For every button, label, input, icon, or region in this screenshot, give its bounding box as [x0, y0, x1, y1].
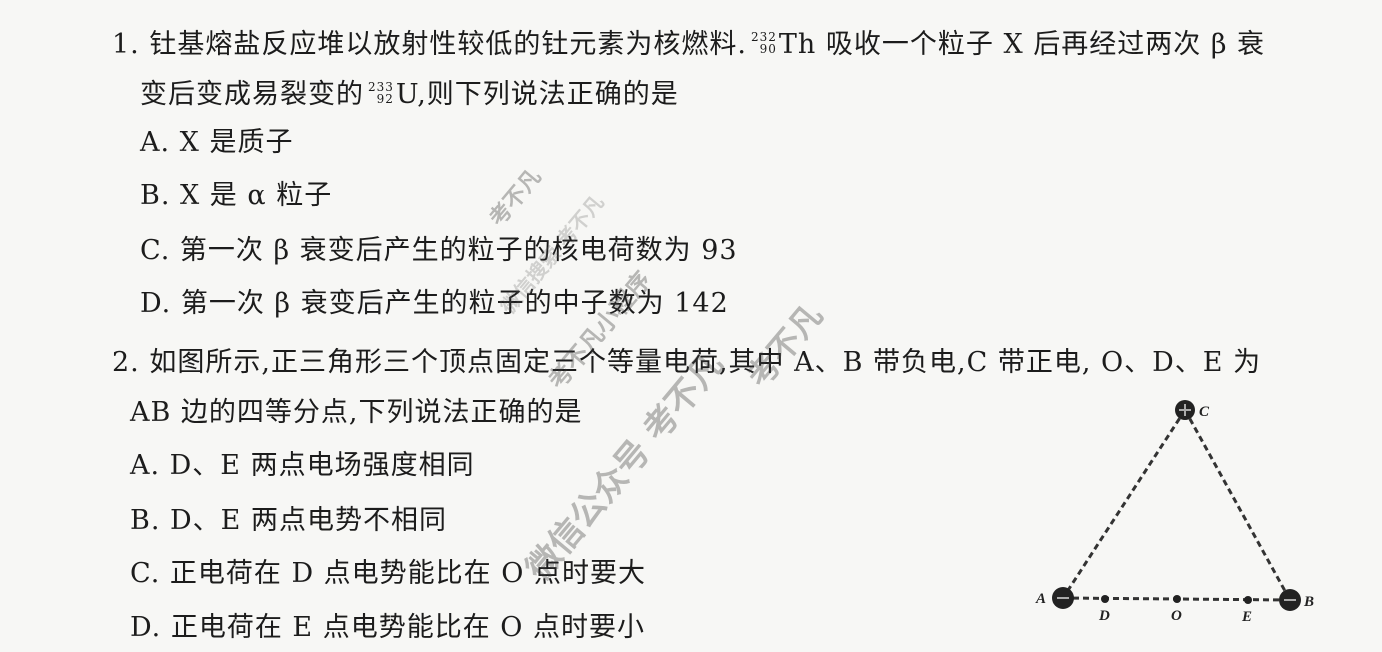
q1-option-a: A. X 是质子: [140, 127, 294, 158]
q2-line1: 2. 如图所示,正三角形三个顶点固定三个等量电荷,其中 A、B 带负电,C 带正…: [112, 340, 1261, 379]
label-a: A: [1035, 591, 1046, 607]
q1-stem-cont2: 变后变成易裂变的: [140, 79, 364, 110]
label-o: O: [1171, 608, 1182, 624]
q2-line2: AB 边的四等分点,下列说法正确的是: [130, 397, 583, 428]
uranium-symbol: U: [395, 79, 418, 110]
thorium-symbol: Th: [778, 29, 817, 60]
point-d: [1101, 595, 1109, 603]
side-bc: [1183, 409, 1292, 601]
charge-a: [1052, 587, 1074, 609]
q1-option-c: C. 第一次 β 衰变后产生的粒子的核电荷数为 93: [140, 235, 738, 266]
point-e: [1244, 596, 1252, 604]
q1-option-b: B. X 是 α 粒子: [140, 180, 333, 211]
q1-number: 1.: [112, 29, 140, 60]
label-c: C: [1199, 404, 1210, 420]
q2-option-d: D. 正电荷在 E 点电势能比在 O 点时要小: [130, 612, 646, 643]
point-o: [1173, 595, 1181, 603]
q1-stem-cont: 吸收一个粒子 X 后再经过两次 β 衰: [825, 29, 1266, 60]
q2-option-b: B. D、E 两点电势不相同: [130, 505, 447, 536]
label-b: B: [1303, 594, 1314, 610]
label-e: E: [1241, 609, 1252, 625]
label-d: D: [1098, 608, 1110, 624]
q2-option-a: A. D、E 两点电场强度相同: [130, 450, 475, 481]
side-ac: [1061, 409, 1187, 599]
q1-stem: 钍基熔盐反应堆以放射性较低的钍元素为核燃料.: [149, 29, 747, 60]
q1-option-d: D. 第一次 β 衰变后产生的粒子的中子数为 142: [140, 288, 729, 319]
charge-b: [1279, 589, 1301, 611]
q2-number: 2.: [112, 347, 140, 378]
q1-stem-cont3: ,则下列说法正确的是: [417, 79, 679, 110]
q2-option-c: C. 正电荷在 D 点电势能比在 O 点时要大: [130, 558, 646, 589]
q2-stem: 如图所示,正三角形三个顶点固定三个等量电荷,其中 A、B 带负电,C 带正电, …: [149, 347, 1262, 378]
charge-c: [1175, 400, 1195, 420]
